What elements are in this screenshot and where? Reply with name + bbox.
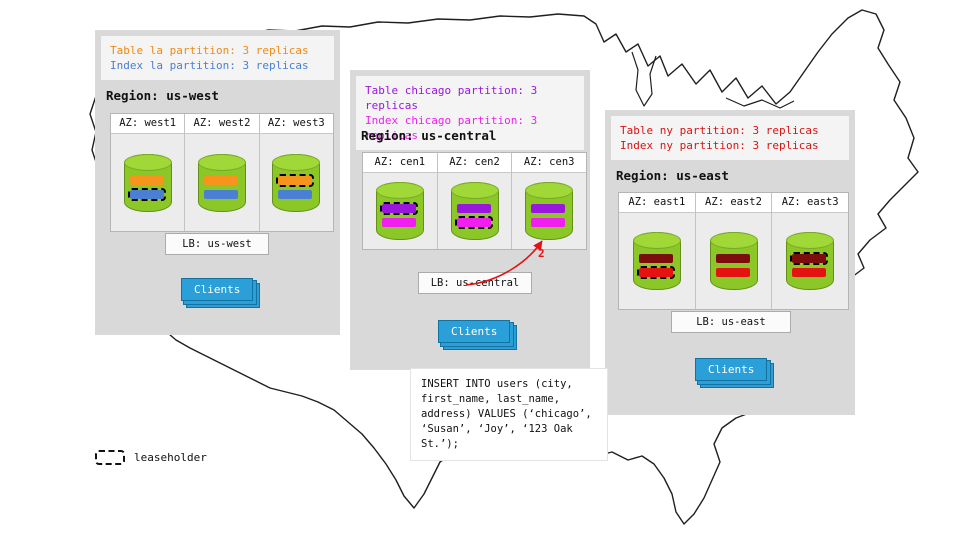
region-title: Region: us-central bbox=[361, 128, 497, 143]
az-grid: AZ: west1 AZ: west2 bbox=[110, 113, 334, 232]
index-partition-note: Index ny partition: 3 replicas bbox=[620, 139, 819, 152]
cylinder-top-icon bbox=[197, 153, 246, 171]
index-replica-bar bbox=[531, 218, 566, 227]
region-title: Region: us-east bbox=[616, 168, 729, 183]
cylinder-top-icon bbox=[123, 153, 172, 171]
az-label: AZ: east3 bbox=[772, 193, 849, 213]
az-body bbox=[437, 173, 512, 249]
database-cylinder bbox=[786, 232, 835, 290]
lake-erie-outline bbox=[725, 97, 795, 109]
region-title: Region: us-west bbox=[106, 88, 219, 103]
load-balancer-box: LB: us-west bbox=[165, 233, 269, 255]
az-body bbox=[619, 213, 695, 309]
index-replica-bar bbox=[792, 268, 827, 277]
index-replica-bar bbox=[454, 216, 493, 229]
table-partition-note: Table chicago partition: 3 replicas bbox=[365, 84, 538, 112]
table-partition-note: Table la partition: 3 replicas bbox=[110, 44, 309, 57]
leaseholder-swatch-icon bbox=[95, 450, 125, 465]
load-balancer-box: LB: us-central bbox=[418, 272, 532, 294]
clients-button: Clients bbox=[181, 278, 254, 301]
table-replica-bar bbox=[638, 254, 673, 263]
az-label: AZ: cen2 bbox=[437, 153, 512, 173]
sql-statement-box: INSERT INTO users (city, first_name, las… bbox=[410, 368, 608, 461]
az-body bbox=[185, 134, 259, 231]
index-replica-bar bbox=[278, 189, 313, 199]
index-partition-note: Index la partition: 3 replicas bbox=[110, 59, 309, 72]
az-label: AZ: west2 bbox=[185, 114, 259, 134]
table-replica-bar bbox=[203, 175, 238, 185]
cylinder-top-icon bbox=[709, 232, 758, 249]
load-balancer-box: LB: us-east bbox=[671, 311, 791, 333]
database-cylinder bbox=[709, 232, 758, 290]
az-column: AZ: east1 bbox=[619, 193, 696, 309]
database-cylinder bbox=[272, 153, 321, 212]
az-body bbox=[772, 213, 849, 309]
cylinder-top-icon bbox=[525, 182, 574, 199]
az-label: AZ: east1 bbox=[619, 193, 695, 213]
az-grid: AZ: east1 AZ: east2 bbox=[618, 192, 849, 310]
table-replica-bar bbox=[379, 202, 418, 215]
az-label: AZ: west3 bbox=[259, 114, 333, 134]
region-panel-us-central: Table chicago partition: 3 replicas Inde… bbox=[350, 70, 590, 370]
az-column: AZ: cen1 bbox=[363, 153, 438, 249]
replica-note-box: Table ny partition: 3 replicas Index ny … bbox=[611, 116, 849, 160]
table-replica-bar bbox=[790, 252, 829, 265]
index-replica-bar bbox=[203, 189, 238, 199]
az-column: AZ: east2 bbox=[695, 193, 773, 309]
az-column: AZ: cen2 bbox=[437, 153, 513, 249]
az-label: AZ: west1 bbox=[111, 114, 185, 134]
az-column: AZ: east3 bbox=[772, 193, 849, 309]
az-column: AZ: west2 bbox=[185, 114, 260, 231]
database-cylinder bbox=[375, 182, 424, 240]
az-column: AZ: west3 bbox=[259, 114, 333, 231]
table-replica-bar bbox=[129, 175, 164, 185]
cylinder-top-icon bbox=[272, 153, 321, 171]
database-cylinder bbox=[197, 153, 246, 212]
clients-button: Clients bbox=[438, 320, 511, 343]
database-cylinder bbox=[123, 153, 172, 212]
cylinder-top-icon bbox=[632, 232, 681, 249]
step-2-label: 2 bbox=[538, 247, 545, 260]
az-grid: AZ: cen1 AZ: cen2 bbox=[362, 152, 587, 250]
replica-note-box: Table chicago partition: 3 replicas Inde… bbox=[356, 76, 584, 150]
cylinder-top-icon bbox=[786, 232, 835, 249]
az-body bbox=[512, 173, 587, 249]
replica-note-box: Table la partition: 3 replicas Index la … bbox=[101, 36, 334, 80]
az-body bbox=[111, 134, 185, 231]
az-label: AZ: east2 bbox=[695, 193, 772, 213]
legend: leaseholder bbox=[95, 450, 207, 465]
cylinder-top-icon bbox=[375, 182, 424, 199]
great-lakes-outline bbox=[631, 51, 657, 107]
legend-label: leaseholder bbox=[134, 451, 207, 464]
table-replica-bar bbox=[531, 204, 566, 213]
table-replica-bar bbox=[456, 204, 491, 213]
az-label: AZ: cen1 bbox=[363, 153, 437, 173]
az-body bbox=[259, 134, 333, 231]
index-replica-bar bbox=[715, 268, 750, 277]
az-body bbox=[695, 213, 772, 309]
region-panel-us-east: Table ny partition: 3 replicas Index ny … bbox=[605, 110, 855, 415]
az-column: AZ: west1 bbox=[111, 114, 186, 231]
clients-button: Clients bbox=[695, 358, 768, 381]
table-replica-bar bbox=[715, 254, 750, 263]
index-replica-bar bbox=[127, 187, 166, 201]
table-partition-note: Table ny partition: 3 replicas bbox=[620, 124, 819, 137]
database-cylinder bbox=[525, 182, 574, 240]
az-column: AZ: cen3 bbox=[512, 153, 587, 249]
index-partition-note: Index chicago partition: 3 replicas bbox=[365, 114, 538, 142]
table-replica-bar bbox=[276, 173, 315, 187]
cylinder-top-icon bbox=[450, 182, 499, 199]
az-label: AZ: cen3 bbox=[512, 153, 587, 173]
index-replica-bar bbox=[636, 266, 675, 279]
database-cylinder bbox=[632, 232, 681, 290]
index-replica-bar bbox=[381, 218, 416, 227]
region-panel-us-west: Table la partition: 3 replicas Index la … bbox=[95, 30, 340, 335]
database-cylinder bbox=[450, 182, 499, 240]
az-body bbox=[363, 173, 437, 249]
